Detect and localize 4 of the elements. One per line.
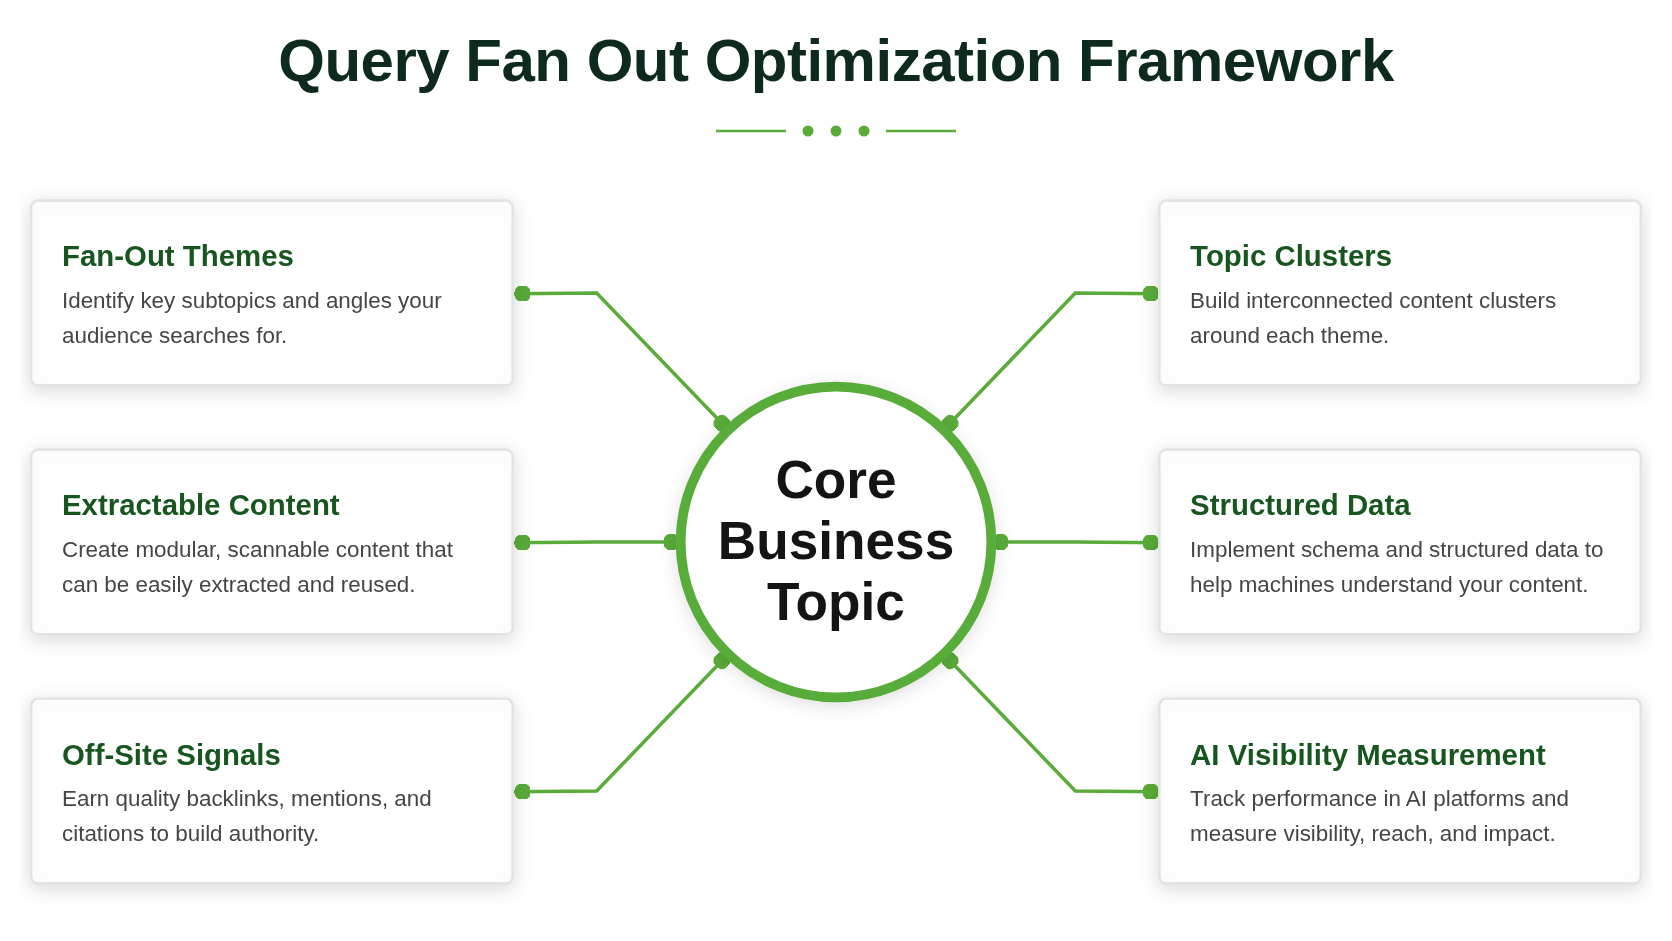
- connector: [513, 652, 731, 801]
- title: Query Fan Out Optimization Framework: [278, 27, 1394, 94]
- connector: [513, 285, 731, 432]
- node-circle: Core Business Topic: [675, 381, 997, 703]
